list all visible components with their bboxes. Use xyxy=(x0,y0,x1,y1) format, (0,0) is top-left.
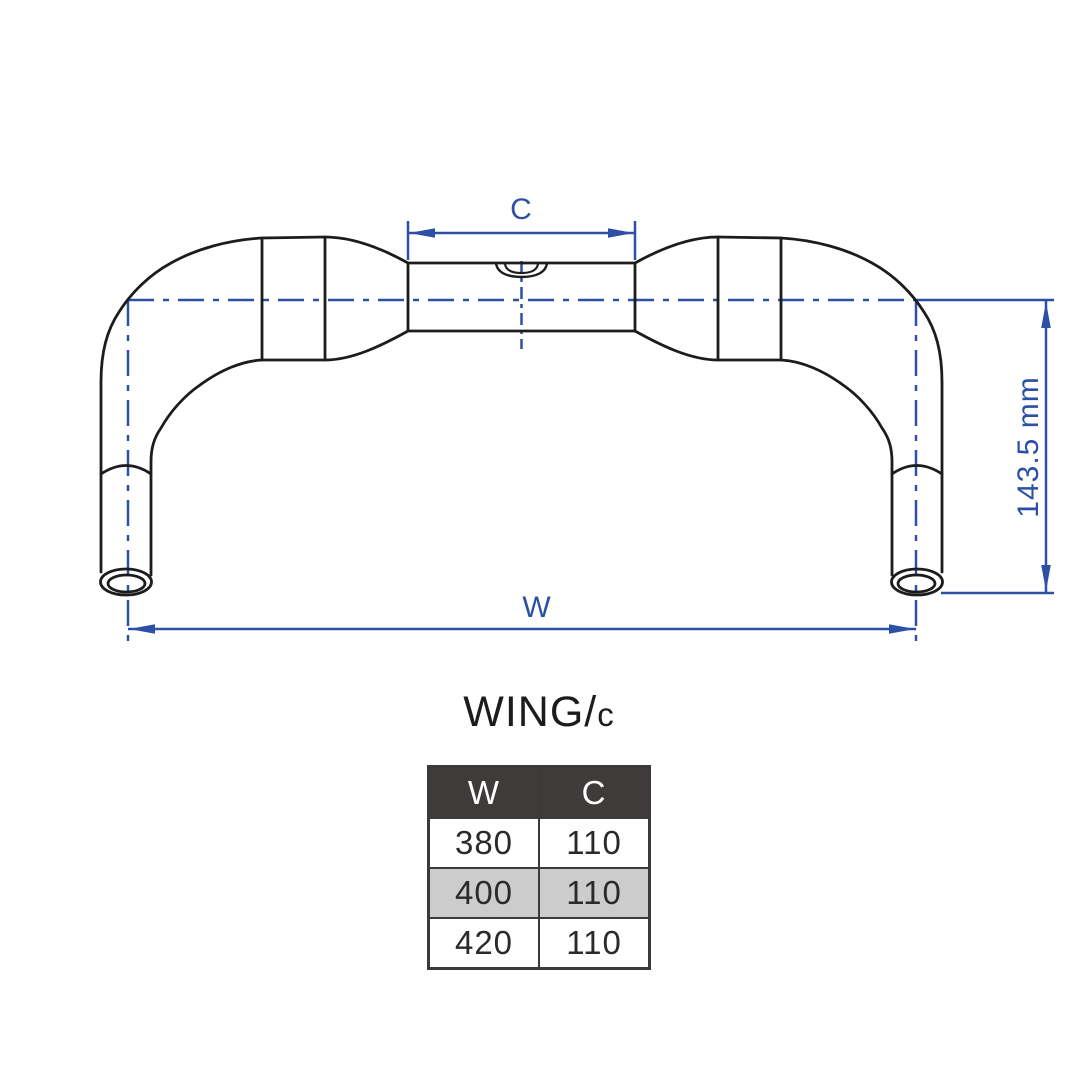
right-tube-end-inner xyxy=(896,573,937,594)
dimension-w: W xyxy=(128,591,916,634)
spec-cell-w: 420 xyxy=(427,917,540,970)
bar-inner-contour xyxy=(149,329,894,577)
product-title: WING/c xyxy=(0,688,1078,740)
w-arrow-right xyxy=(889,624,915,634)
spec-header-w: W xyxy=(427,765,540,819)
spec-table-header-row: W C xyxy=(427,765,651,819)
bar-outer-contour xyxy=(99,235,944,574)
c-arrow-left xyxy=(409,228,435,238)
height-dimension-label: 143.5 mm xyxy=(1012,376,1045,517)
handlebar-outline xyxy=(99,235,944,597)
left-grip-band xyxy=(99,464,153,476)
product-title-variant: c xyxy=(597,696,615,733)
spec-table-row: 380 110 xyxy=(427,817,651,869)
height-arrow-top xyxy=(1041,302,1051,328)
dimension-c: C xyxy=(406,193,637,260)
spec-table-row: 420 110 xyxy=(427,917,651,970)
spec-cell-c: 110 xyxy=(538,817,651,869)
c-arrow-right xyxy=(608,228,634,238)
spec-cell-c: 110 xyxy=(538,867,651,919)
left-tube-end-outer xyxy=(99,567,153,597)
center-lines xyxy=(126,261,1054,643)
w-dimension-label: W xyxy=(522,591,551,624)
spec-table-row-highlighted: 400 110 xyxy=(427,867,651,919)
spec-cell-w: 400 xyxy=(427,867,540,919)
c-dimension-label: C xyxy=(510,193,533,226)
clamp-detail-inner xyxy=(503,262,540,275)
w-arrow-left xyxy=(129,624,155,634)
product-title-main: WING/ xyxy=(463,688,598,736)
spec-header-c: C xyxy=(538,765,651,819)
spec-cell-w: 380 xyxy=(427,817,540,869)
left-tube-end-inner xyxy=(106,573,147,594)
handlebar-technical-drawing: C W 143.5 mm xyxy=(99,193,1054,643)
spec-table: W C 380 110 400 110 420 110 xyxy=(427,765,651,970)
height-arrow-bottom xyxy=(1041,565,1051,591)
right-grip-band xyxy=(890,464,944,476)
right-tube-end-outer xyxy=(890,567,944,597)
spec-cell-c: 110 xyxy=(538,917,651,970)
clamp-detail-outer xyxy=(494,261,549,279)
dimension-height: 143.5 mm xyxy=(1012,301,1051,592)
